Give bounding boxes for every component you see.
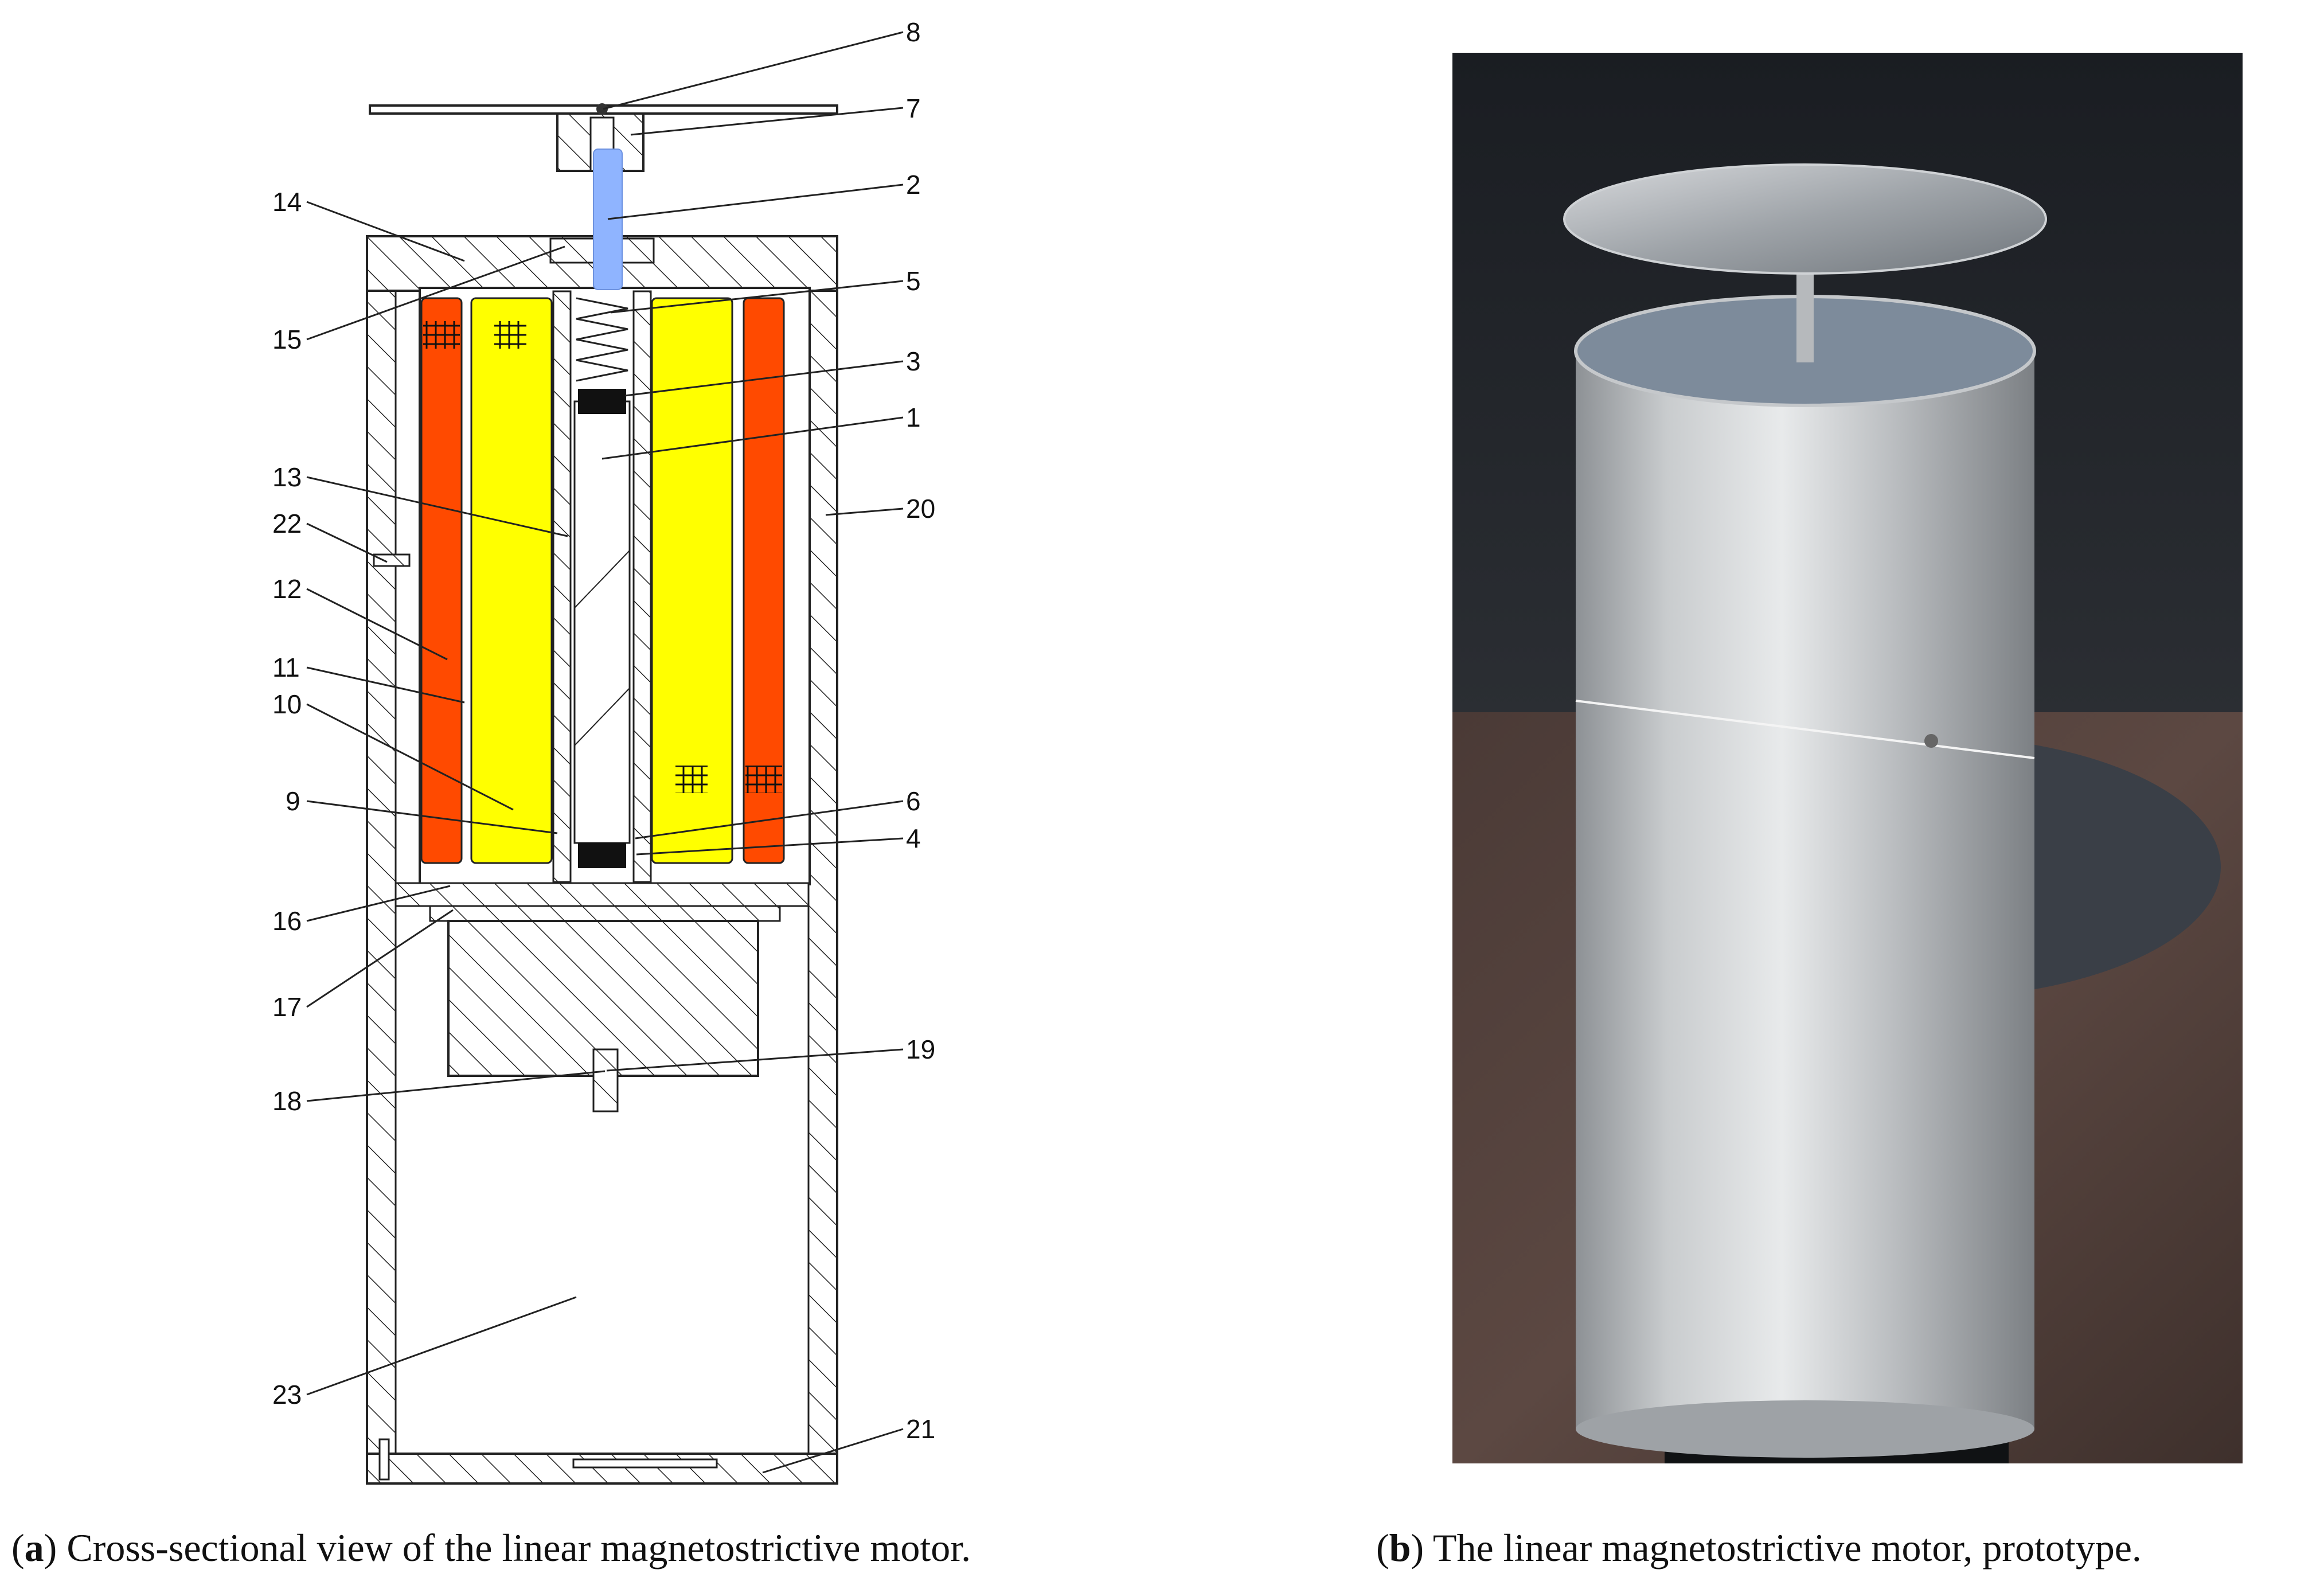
label-21: 21 (906, 1414, 935, 1444)
sensor-19 (592, 1048, 619, 1112)
label-4: 4 (906, 823, 921, 853)
screw-22 (373, 553, 411, 567)
caption-b-text: The linear magnetostrictive motor, proto… (1424, 1526, 2142, 1570)
label-18: 18 (272, 1086, 302, 1116)
label-2: 2 (906, 170, 921, 200)
bottom-cap-21 (366, 1453, 838, 1485)
label-1: 1 (906, 403, 921, 432)
coil-10-right (651, 297, 733, 864)
label-11: 11 (272, 653, 300, 682)
label-15: 15 (272, 325, 302, 354)
cylinder-bottom (1576, 1400, 2034, 1458)
winding-mark (675, 766, 708, 793)
label-14: 14 (272, 187, 302, 217)
caption-b-letter: b (1389, 1526, 1411, 1570)
side-screw (1924, 734, 1938, 748)
caption-a-letter: a (24, 1526, 44, 1570)
bottom-slot (572, 1458, 718, 1469)
prototype-photo-drawing (1452, 53, 2243, 1463)
rod-hatch (574, 688, 630, 746)
label-3: 3 (906, 346, 921, 376)
label-12: 12 (272, 574, 302, 604)
label-17: 17 (272, 992, 302, 1022)
caption-b: (b) The linear magnetostrictive motor, p… (1376, 1526, 2142, 1570)
label-9: 9 (286, 786, 300, 816)
coil-12-left (420, 297, 463, 864)
cross-section-diagram: 8 7 2 5 3 1 20 6 4 19 21 14 15 13 22 12 … (272, 17, 935, 1485)
label-7: 7 (906, 93, 921, 123)
disk-top (1563, 163, 2047, 275)
label-16: 16 (272, 906, 302, 936)
base-17 (429, 905, 781, 922)
caption-a-text: Cross-sectional view of the linear magne… (57, 1526, 971, 1570)
leader-lines (306, 31, 904, 1474)
label-8: 8 (906, 17, 921, 47)
tube-13-right (632, 290, 652, 883)
caption-a: (a) Cross-sectional view of the linear m… (11, 1526, 971, 1570)
label-19: 19 (906, 1034, 935, 1064)
rod-hatch (574, 550, 630, 608)
winding-mark (745, 766, 782, 793)
cap-3 (578, 389, 626, 414)
tube-13 (552, 290, 572, 883)
winding-mark (494, 321, 526, 349)
label-5: 5 (906, 266, 921, 296)
winding-mark (423, 321, 460, 349)
label-22: 22 (272, 509, 302, 538)
cylinder-seam (1575, 700, 2035, 759)
label-6: 6 (906, 786, 921, 816)
label-13: 13 (272, 462, 302, 492)
rod-1 (573, 400, 631, 844)
set-screw-8 (596, 103, 608, 115)
prototype-photo (1452, 53, 2243, 1463)
bottom-pin (378, 1438, 390, 1481)
cylinder-body (1576, 351, 2034, 1429)
label-10: 10 (272, 689, 302, 719)
coil-12-right (743, 297, 785, 864)
push-rod-2 (593, 149, 623, 290)
label-20: 20 (906, 494, 935, 524)
label-23: 23 (272, 1380, 302, 1410)
base-16 (395, 882, 810, 907)
cap-4 (578, 843, 626, 868)
coil-10-left (470, 297, 553, 864)
